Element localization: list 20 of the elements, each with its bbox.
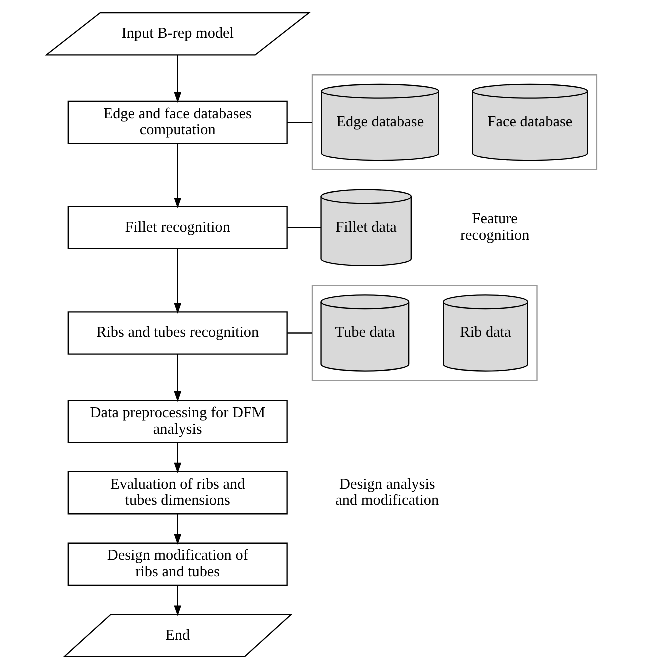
node-box: Evaluation of ribs and tubes dimensions — [67, 471, 288, 515]
node-box: Ribs and tubes recognition — [67, 312, 288, 355]
node-box: Fillet recognition — [67, 206, 288, 250]
node-box: Data preprocessing for DFM analysis — [67, 400, 288, 444]
arrow — [174, 354, 182, 402]
arrow — [174, 442, 182, 474]
arrow — [174, 55, 182, 103]
node-box: Design modification of ribs and tubes — [67, 542, 288, 586]
connector — [287, 332, 312, 334]
label: Design analysis and modification — [335, 476, 439, 510]
label: Feature recognition — [460, 210, 530, 244]
cluster — [311, 74, 598, 171]
arrow — [174, 249, 182, 314]
node-box: Edge and face databases computation — [67, 100, 288, 144]
arrow — [174, 514, 182, 545]
arrow — [174, 586, 182, 616]
arrow — [174, 144, 182, 209]
cluster — [311, 285, 538, 382]
connector — [287, 227, 321, 228]
connector — [286, 122, 312, 124]
